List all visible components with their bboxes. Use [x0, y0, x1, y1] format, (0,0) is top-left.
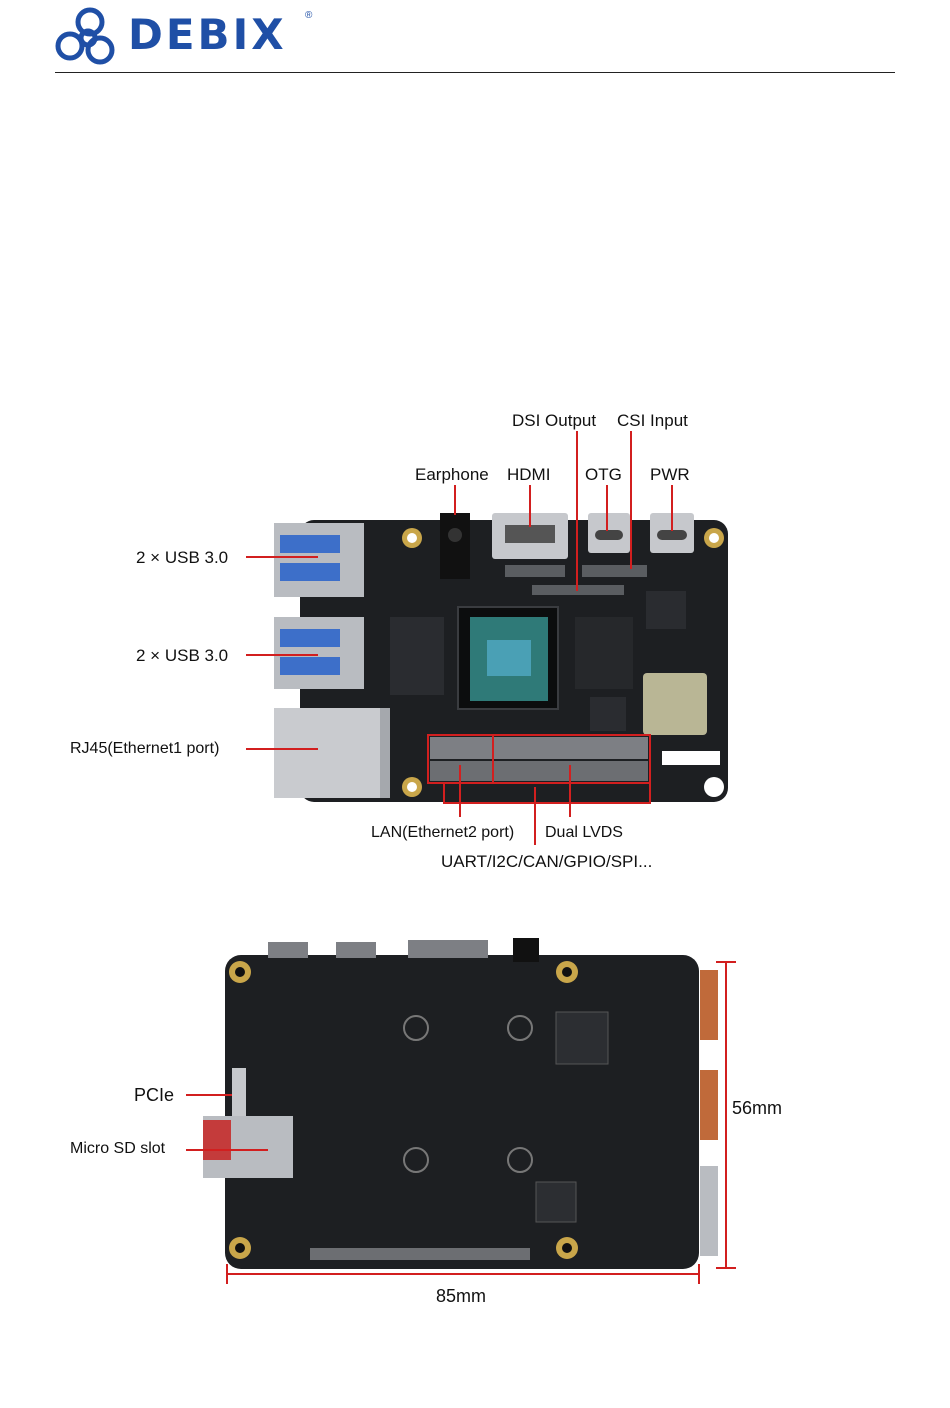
label-pcie: PCIe: [134, 1085, 174, 1106]
label-width-dimension: 85mm: [436, 1286, 486, 1307]
label-csi-input: CSI Input: [617, 411, 688, 431]
page-header: DEBIX ®: [0, 0, 950, 80]
label-gpio-header: UART/I2C/CAN/GPIO/SPI...: [441, 852, 652, 872]
label-otg: OTG: [585, 465, 622, 485]
label-height-dimension: 56mm: [732, 1098, 782, 1119]
label-usb-upper: 2 × USB 3.0: [136, 548, 228, 568]
label-micro-sd: Micro SD slot: [70, 1140, 165, 1158]
label-usb-lower: 2 × USB 3.0: [136, 646, 228, 666]
label-lan: LAN(Ethernet2 port): [371, 824, 514, 842]
label-dual-lvds: Dual LVDS: [545, 824, 623, 842]
registered-mark: ®: [305, 10, 312, 21]
label-dsi-output: DSI Output: [512, 411, 596, 431]
label-pwr: PWR: [650, 465, 690, 485]
label-hdmi: HDMI: [507, 465, 550, 485]
label-rj45: RJ45(Ethernet1 port): [70, 740, 219, 758]
header-divider: [55, 72, 895, 73]
brand-name: DEBIX: [128, 10, 287, 59]
board-bottom-illustration: [0, 930, 950, 1330]
label-earphone: Earphone: [415, 465, 489, 485]
